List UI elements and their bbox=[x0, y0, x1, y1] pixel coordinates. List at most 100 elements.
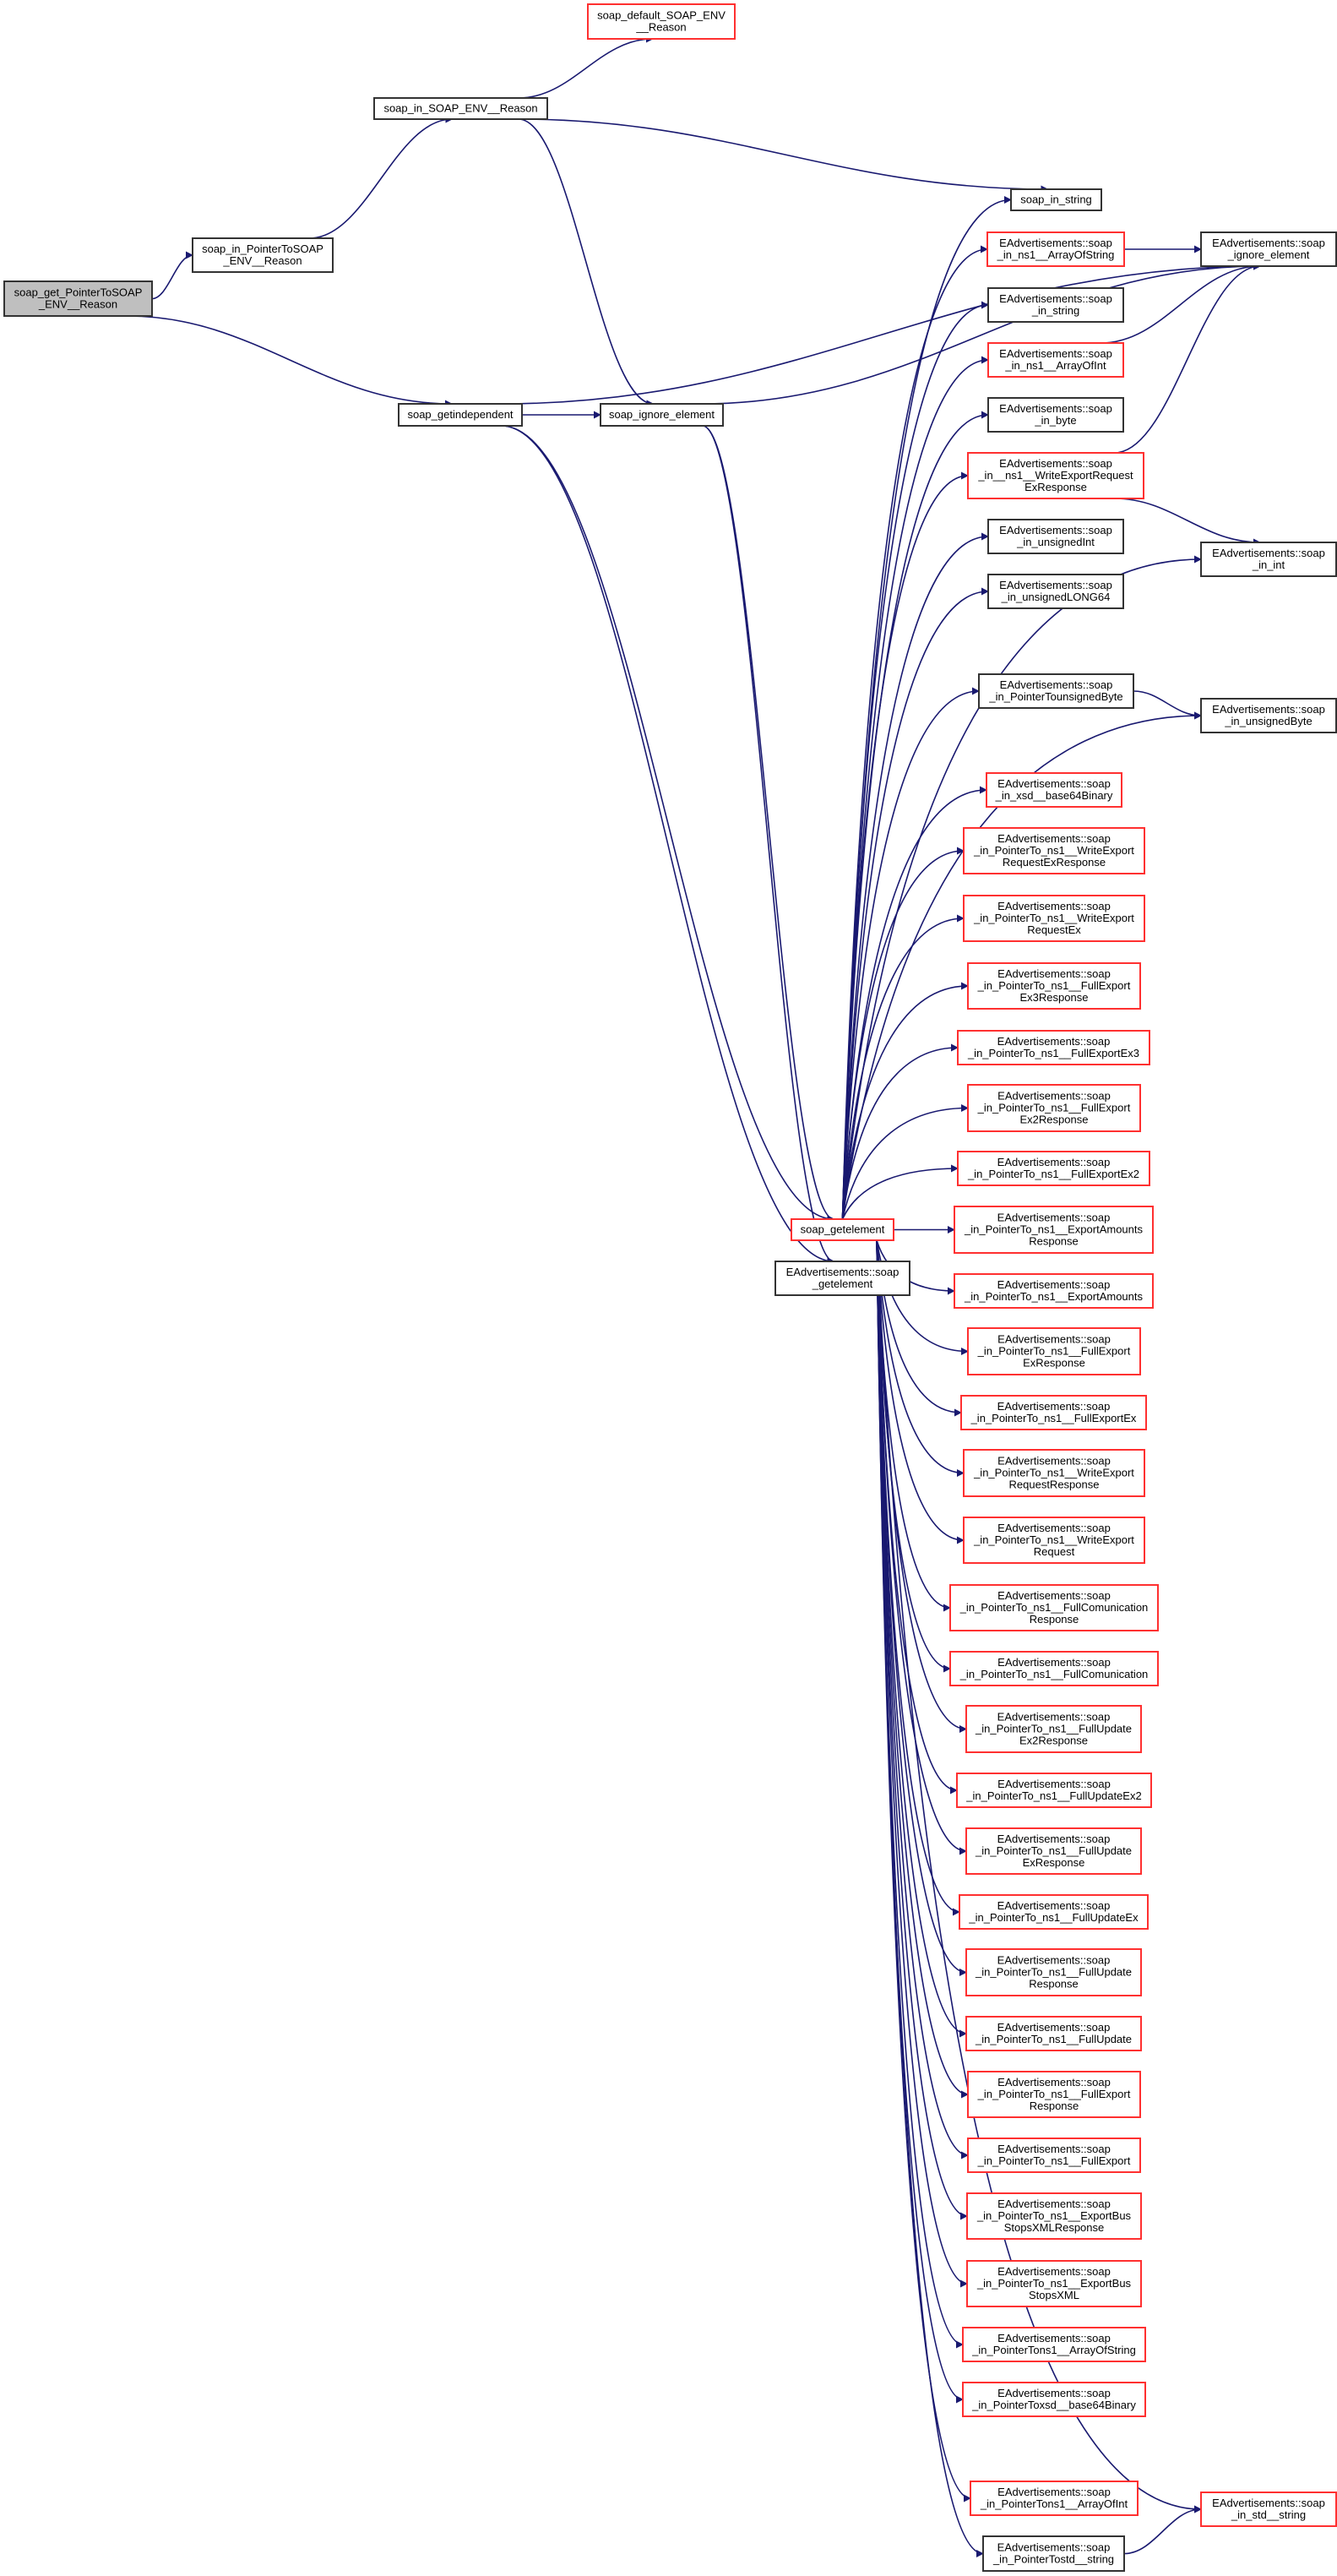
edge-getel-to-p17 bbox=[876, 1239, 967, 1855]
node-p7[interactable]: EAdvertisements::soap_in_PointerTo_ns1__… bbox=[954, 1206, 1154, 1254]
node-label: EAdvertisements::soap bbox=[997, 1833, 1111, 1845]
node-label: StopsXML bbox=[1029, 2289, 1079, 2301]
node-p4[interactable]: EAdvertisements::soap_in_PointerTo_ns1__… bbox=[957, 1030, 1150, 1065]
node-p24[interactable]: EAdvertisements::soap_in_PointerTo_ns1__… bbox=[966, 2260, 1142, 2307]
node-label: EAdvertisements::soap bbox=[997, 1778, 1111, 1790]
node-p23[interactable]: EAdvertisements::soap_in_PointerTo_ns1__… bbox=[966, 2192, 1142, 2240]
node-AOI[interactable]: EAdvertisements::soap_in_ns1__ArrayOfInt bbox=[987, 342, 1124, 378]
node-label: _in_unsignedByte bbox=[1224, 715, 1312, 727]
node-box bbox=[963, 1517, 1145, 1564]
node-label: _in_PointerTo_ns1__FullExport bbox=[977, 979, 1131, 992]
node-label: _in__ns1__WriteExportRequest bbox=[977, 469, 1133, 482]
node-label: _in_PointerTo_ns1__WriteExport bbox=[973, 1467, 1134, 1479]
node-label: EAdvertisements::soap bbox=[997, 1899, 1111, 1912]
node-p8[interactable]: EAdvertisements::soap_in_PointerTo_ns1__… bbox=[954, 1273, 1154, 1309]
node-p10[interactable]: EAdvertisements::soap_in_PointerTo_ns1__… bbox=[960, 1395, 1147, 1430]
node-box bbox=[987, 574, 1124, 609]
node-p26[interactable]: EAdvertisements::soap_in_PointerToxsd__b… bbox=[962, 2382, 1146, 2417]
node-instr[interactable]: EAdvertisements::soap_in_string bbox=[987, 287, 1124, 323]
edge-getel-to-p12 bbox=[876, 1239, 965, 1544]
node-box bbox=[986, 772, 1122, 808]
node-WERER[interactable]: EAdvertisements::soap_in__ns1__WriteExpo… bbox=[967, 452, 1144, 499]
node-root[interactable]: soap_get_PointerToSOAP_ENV__Reason bbox=[3, 280, 153, 317]
node-box bbox=[949, 1584, 1159, 1631]
node-box bbox=[987, 519, 1124, 554]
edge-inPtr-to-inSOAP bbox=[309, 115, 454, 239]
node-p18[interactable]: EAdvertisements::soap_in_PointerTo_ns1__… bbox=[959, 1894, 1149, 1930]
node-label: _in_PointerTo_ns1__ExportAmounts bbox=[964, 1223, 1144, 1236]
node-label: RequestEx bbox=[1027, 923, 1081, 936]
node-default[interactable]: soap_default_SOAP_ENV__Reason bbox=[587, 3, 736, 40]
node-p20[interactable]: EAdvertisements::soap_in_PointerTo_ns1__… bbox=[965, 2016, 1142, 2051]
node-p15[interactable]: EAdvertisements::soap_in_PointerTo_ns1__… bbox=[965, 1705, 1142, 1753]
node-AOS[interactable]: EAdvertisements::soap_in_ns1__ArrayOfStr… bbox=[986, 231, 1125, 267]
node-label: EAdvertisements::soap bbox=[1212, 547, 1325, 559]
node-p21[interactable]: EAdvertisements::soap_in_PointerTo_ns1__… bbox=[967, 2071, 1141, 2118]
node-p16[interactable]: EAdvertisements::soap_in_PointerTo_ns1__… bbox=[956, 1773, 1152, 1808]
node-p2[interactable]: EAdvertisements::soap_in_PointerTo_ns1__… bbox=[963, 895, 1145, 942]
node-box bbox=[965, 2016, 1142, 2051]
node-getind[interactable]: soap_getindependent bbox=[398, 403, 523, 427]
node-box bbox=[967, 2138, 1141, 2173]
node-box bbox=[600, 403, 724, 427]
node-p1[interactable]: EAdvertisements::soap_in_PointerTo_ns1__… bbox=[963, 827, 1145, 874]
node-l64[interactable]: EAdvertisements::soap_in_unsignedLONG64 bbox=[987, 574, 1124, 609]
node-p14[interactable]: EAdvertisements::soap_in_PointerTo_ns1__… bbox=[949, 1651, 1159, 1686]
node-box bbox=[965, 1948, 1142, 1996]
node-ignore[interactable]: soap_ignore_element bbox=[600, 403, 724, 427]
node-getel[interactable]: soap_getelement bbox=[791, 1218, 894, 1241]
node-inSOAP[interactable]: soap_in_SOAP_ENV__Reason bbox=[373, 97, 548, 120]
node-p5[interactable]: EAdvertisements::soap_in_PointerTo_ns1__… bbox=[967, 1084, 1141, 1132]
node-box bbox=[957, 1151, 1150, 1186]
node-label: _in_PointerTo_ns1__FullComunication bbox=[959, 1601, 1149, 1614]
node-box bbox=[966, 2192, 1142, 2240]
node-label: EAdvertisements::soap bbox=[997, 2541, 1111, 2554]
node-p12[interactable]: EAdvertisements::soap_in_PointerTo_ns1__… bbox=[963, 1517, 1145, 1564]
edge-getind-to-EAget bbox=[501, 425, 835, 1266]
node-EAign[interactable]: EAdvertisements::soap_ignore_element bbox=[1200, 231, 1337, 267]
node-label: _in_PointerTons1__ArrayOfInt bbox=[980, 2497, 1128, 2510]
edge-ptub-to-inub bbox=[1133, 690, 1202, 720]
node-label: _in_PointerTo_ns1__WriteExport bbox=[973, 844, 1134, 857]
node-label: _in_PointerTo_ns1__ExportBus bbox=[976, 2277, 1132, 2290]
node-label: ExResponse bbox=[1024, 481, 1087, 493]
node-box bbox=[963, 1449, 1145, 1497]
node-label: EAdvertisements::soap bbox=[999, 347, 1112, 360]
node-label: EAdvertisements::soap bbox=[997, 2486, 1111, 2498]
node-ptstd[interactable]: EAdvertisements::soap_in_PointerTostd__s… bbox=[982, 2535, 1125, 2572]
node-EAget[interactable]: EAdvertisements::soap_getelement bbox=[774, 1261, 910, 1296]
edge-getind-to-getel bbox=[501, 425, 835, 1223]
node-p3[interactable]: EAdvertisements::soap_in_PointerTo_ns1__… bbox=[967, 962, 1141, 1010]
node-p13[interactable]: EAdvertisements::soap_in_PointerTo_ns1__… bbox=[949, 1584, 1159, 1631]
node-inub[interactable]: EAdvertisements::soap_in_unsignedByte bbox=[1200, 698, 1337, 733]
node-p19[interactable]: EAdvertisements::soap_in_PointerTo_ns1__… bbox=[965, 1948, 1142, 1996]
node-str1[interactable]: soap_in_string bbox=[1010, 188, 1102, 211]
node-label: _in_PointerToxsd__base64Binary bbox=[971, 2399, 1136, 2411]
node-label: EAdvertisements::soap bbox=[999, 457, 1112, 470]
node-label: soap_getelement bbox=[801, 1223, 885, 1236]
node-p6[interactable]: EAdvertisements::soap_in_PointerTo_ns1__… bbox=[957, 1151, 1150, 1186]
node-p11[interactable]: EAdvertisements::soap_in_PointerTo_ns1__… bbox=[963, 1449, 1145, 1497]
node-byte[interactable]: EAdvertisements::soap_in_byte bbox=[987, 397, 1124, 433]
node-label: soap_get_PointerToSOAP bbox=[14, 286, 143, 299]
node-ptub[interactable]: EAdvertisements::soap_in_PointerTounsign… bbox=[978, 673, 1134, 709]
node-box bbox=[970, 2481, 1139, 2516]
node-xsd[interactable]: EAdvertisements::soap_in_xsd__base64Bina… bbox=[986, 772, 1122, 808]
node-label: _in_PointerTo_ns1__ExportBus bbox=[976, 2209, 1132, 2222]
node-inPtr[interactable]: soap_in_PointerToSOAP_ENV__Reason bbox=[192, 237, 334, 273]
node-label: EAdvertisements::soap bbox=[1212, 2497, 1325, 2509]
node-p9[interactable]: EAdvertisements::soap_in_PointerTo_ns1__… bbox=[967, 1327, 1141, 1375]
node-std[interactable]: EAdvertisements::soap_in_std__string bbox=[1200, 2492, 1337, 2527]
node-p25[interactable]: EAdvertisements::soap_in_PointerTons1__A… bbox=[962, 2327, 1146, 2362]
node-p27[interactable]: EAdvertisements::soap_in_PointerTons1__A… bbox=[970, 2481, 1139, 2516]
node-uint[interactable]: EAdvertisements::soap_in_unsignedInt bbox=[987, 519, 1124, 554]
node-p17[interactable]: EAdvertisements::soap_in_PointerTo_ns1__… bbox=[965, 1827, 1142, 1875]
edge-inSOAP-to-default bbox=[518, 35, 654, 99]
edge-ignore-to-EAget bbox=[702, 425, 835, 1266]
node-label: soap_in_PointerToSOAP bbox=[202, 242, 323, 255]
node-label: _in_PointerTo_ns1__FullUpdateEx2 bbox=[965, 1789, 1141, 1802]
node-p22[interactable]: EAdvertisements::soap_in_PointerTo_ns1__… bbox=[967, 2138, 1141, 2173]
node-inint[interactable]: EAdvertisements::soap_in_int bbox=[1200, 542, 1337, 577]
node-box bbox=[1010, 188, 1102, 211]
